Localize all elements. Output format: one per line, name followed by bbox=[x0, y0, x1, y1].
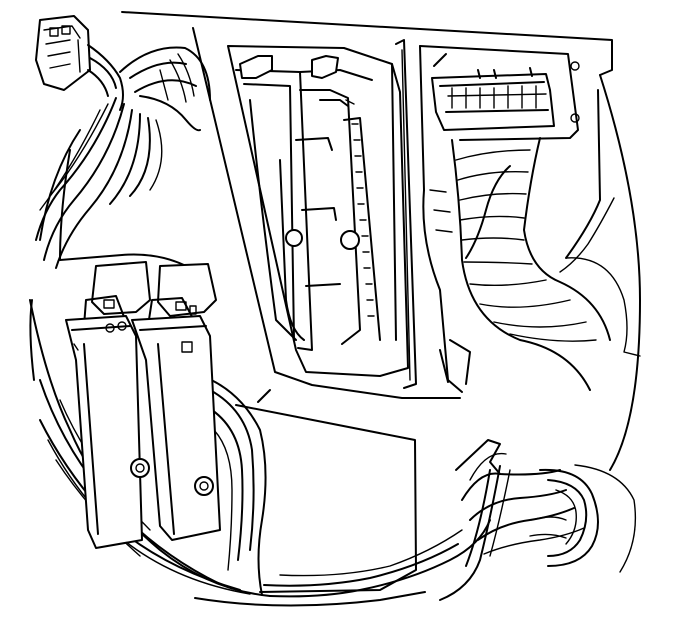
wiring-harness bbox=[29, 44, 491, 598]
diagnostic-conduit bbox=[451, 137, 611, 391]
diagnostic-connector bbox=[431, 67, 555, 131]
harness-connector bbox=[35, 15, 91, 91]
engine-control-module bbox=[227, 39, 417, 389]
relay-fasteners bbox=[130, 458, 214, 496]
bracket-plate bbox=[419, 45, 580, 393]
relay-connector-left bbox=[65, 261, 151, 549]
wire-bundle-lower-right bbox=[439, 439, 599, 601]
